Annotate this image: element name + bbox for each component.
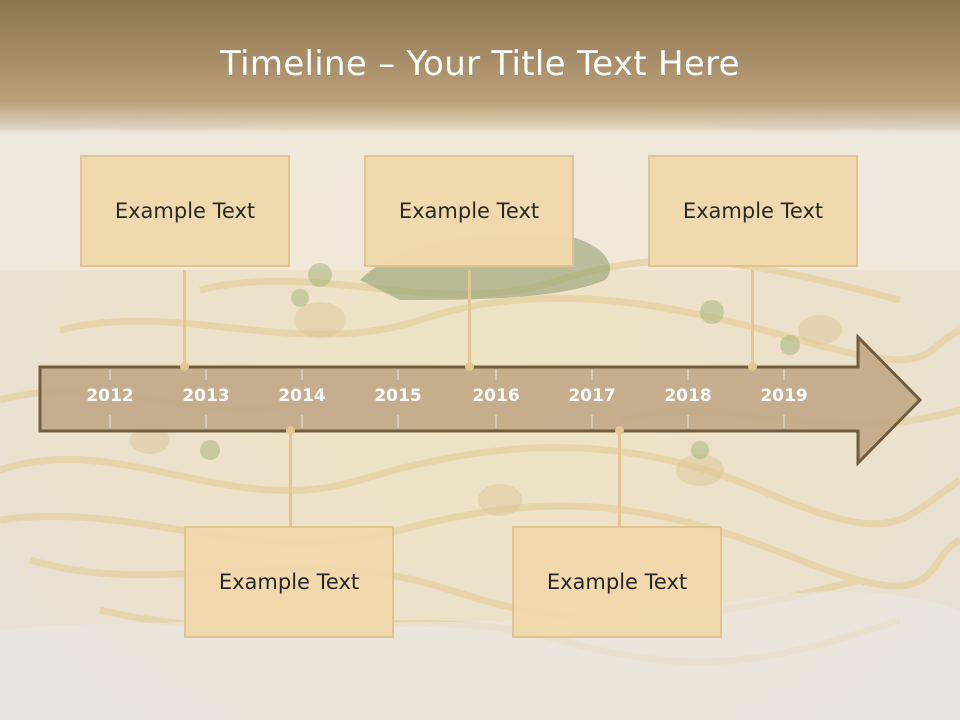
year-label-2019: 2019 bbox=[760, 386, 808, 406]
connector-top-1 bbox=[183, 270, 186, 366]
year-label-2014: 2014 bbox=[278, 386, 326, 406]
box-label: Example Text bbox=[682, 199, 824, 223]
slide-title: Timeline – Your Title Text Here bbox=[220, 44, 740, 84]
timeline-box-top-3[interactable]: Example Text bbox=[648, 155, 858, 267]
year-ticks bbox=[109, 369, 785, 428]
connector-top-3 bbox=[751, 270, 754, 366]
connector-bottom-1 bbox=[289, 430, 292, 526]
year-label-2015: 2015 bbox=[374, 386, 422, 406]
box-label: Example Text bbox=[114, 199, 256, 223]
year-label-2012: 2012 bbox=[86, 386, 134, 406]
timeline-box-bottom-1[interactable]: Example Text bbox=[184, 526, 394, 638]
box-label: Example Text bbox=[546, 570, 688, 594]
box-label: Example Text bbox=[398, 199, 540, 223]
timeline-box-top-2[interactable]: Example Text bbox=[364, 155, 574, 267]
timeline-box-top-1[interactable]: Example Text bbox=[80, 155, 290, 267]
box-label: Example Text bbox=[218, 570, 360, 594]
year-label-2018: 2018 bbox=[664, 386, 712, 406]
connector-dot-top-1 bbox=[180, 362, 189, 371]
year-label-2016: 2016 bbox=[472, 386, 520, 406]
year-label-2017: 2017 bbox=[568, 386, 616, 406]
connector-dot-bottom-1 bbox=[286, 426, 295, 435]
connector-top-2 bbox=[468, 270, 471, 366]
connector-dot-bottom-2 bbox=[615, 426, 624, 435]
timeline-box-bottom-2[interactable]: Example Text bbox=[512, 526, 722, 638]
connector-dot-top-3 bbox=[748, 362, 757, 371]
year-label-2013: 2013 bbox=[182, 386, 230, 406]
connector-dot-top-2 bbox=[465, 362, 474, 371]
connector-bottom-2 bbox=[618, 430, 621, 526]
header-band bbox=[0, 0, 960, 135]
